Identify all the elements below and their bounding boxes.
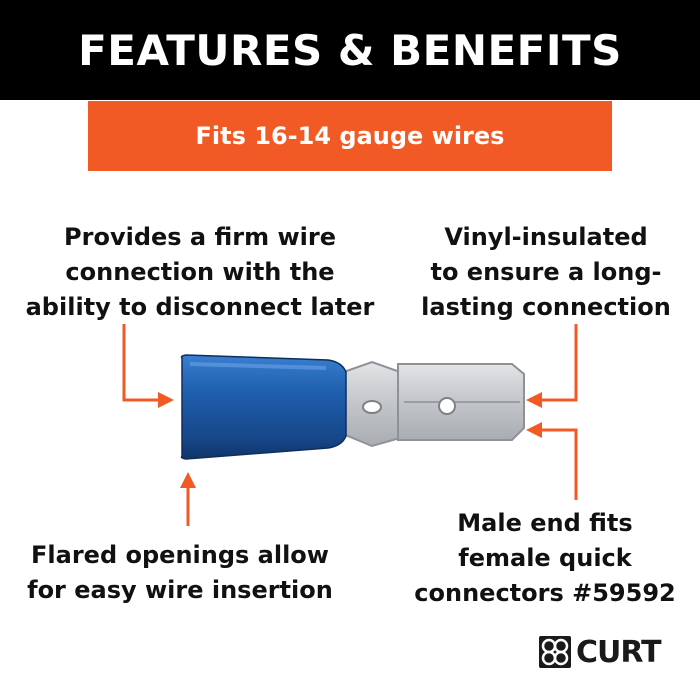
callout-line: Vinyl-insulated: [444, 223, 648, 251]
arrowhead-left: [526, 392, 542, 408]
callout-line: Provides a firm wire: [64, 223, 336, 251]
gauge-banner: Fits 16-14 gauge wires: [88, 101, 612, 171]
terminal-product: [180, 354, 525, 460]
callout-line: Male end fits: [457, 509, 633, 537]
callout-line: female quick: [458, 544, 632, 572]
callout-line: connectors #59592: [414, 579, 676, 607]
callout-vinyl-insulated: Vinyl-insulated to ensure a long- lastin…: [396, 220, 696, 325]
vinyl-insulation: [180, 354, 347, 460]
arrow-heads: [158, 392, 542, 488]
callout-firm-connection: Provides a firm wire connection with the…: [20, 220, 380, 325]
callout-line: ability to disconnect later: [25, 293, 375, 321]
curt-emblem-icon: [539, 636, 571, 668]
arrow-firm-connection: [122, 324, 162, 402]
tab-hole: [438, 397, 456, 415]
callout-line: for easy wire insertion: [27, 576, 333, 604]
callout-flared-openings: Flared openings allow for easy wire inse…: [10, 538, 350, 608]
curt-logo-text: CURT: [576, 634, 662, 670]
curt-logo: CURT: [538, 632, 678, 672]
callout-line: Flared openings allow: [31, 541, 329, 569]
callout-line: to ensure a long-: [430, 258, 662, 286]
header-title: FEATURES & BENEFITS: [78, 25, 622, 75]
callout-line: lasting connection: [421, 293, 671, 321]
callout-arrows: [122, 324, 578, 526]
arrowhead-up: [180, 472, 196, 488]
insulation-highlight: [189, 362, 327, 370]
callout-male-end: Male end fits female quick connectors #5…: [400, 506, 690, 611]
arrow-male-end: [538, 428, 578, 500]
gauge-banner-text: Fits 16-14 gauge wires: [195, 122, 505, 150]
callout-line: connection with the: [65, 258, 335, 286]
arrow-vinyl-insulated: [538, 324, 578, 402]
arrowhead-right: [158, 392, 174, 408]
arrowhead-left: [526, 422, 542, 438]
neck-hole: [362, 400, 382, 414]
header-bar: FEATURES & BENEFITS: [0, 0, 700, 100]
